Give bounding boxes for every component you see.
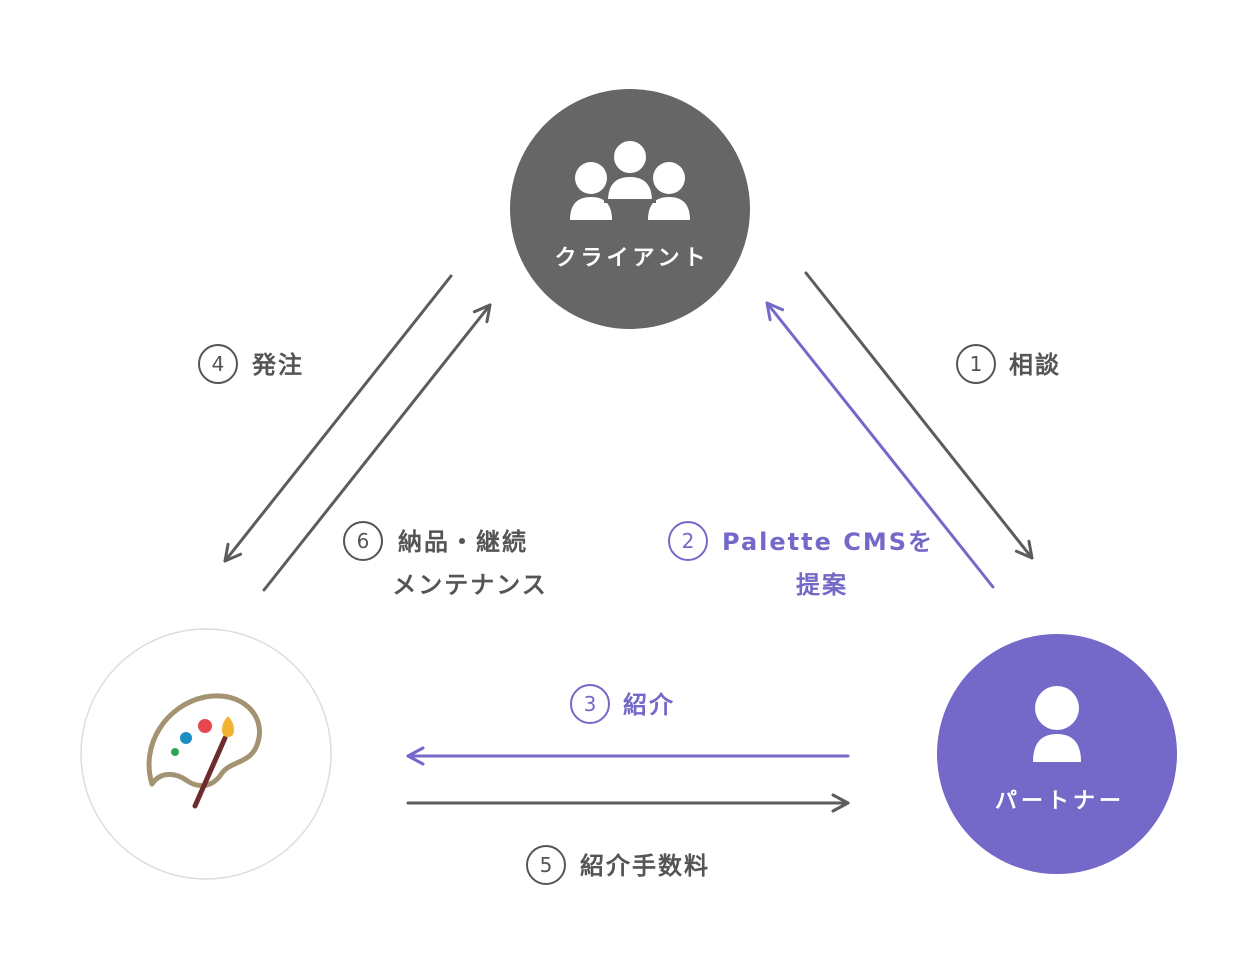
palette-node [80,628,332,880]
step-number-badge [570,684,610,724]
step-number: 5 [540,853,553,877]
step-label: 相談 [1009,351,1061,379]
step-number: 1 [970,352,983,376]
step-delivery-maintenance: 6 納品・継続 メンテナンス [343,521,548,599]
step-number-badge [956,344,996,384]
step-label-line-1: 納品・継続 [398,528,528,556]
step-label: 紹介手数料 [580,852,710,880]
client-label: クライアント [554,246,709,271]
step-label: 紹介 [623,691,675,719]
step-number: 3 [584,692,597,716]
step-consult: 1 相談 [956,344,1061,384]
palette-circle [80,628,332,880]
user-icon [1033,686,1081,762]
partner-node: パートナー [937,634,1177,874]
step-label-line-2: 提案 [796,571,848,599]
step-number-badge [526,845,566,885]
step-number: 6 [357,529,370,553]
step-number: 4 [212,352,225,376]
step-label: 発注 [251,351,304,379]
paint-palette-logo-icon [146,693,262,809]
step-order: 4 発注 [198,344,304,384]
arrow-delivery [262,303,492,592]
step-number-badge [343,521,383,561]
arrow-consult [804,271,1034,560]
group-users-icon [570,137,690,220]
arrow-propose [765,301,995,589]
client-node: クライアント [510,89,750,329]
step-number-badge [668,521,708,561]
step-referral-fee: 5 紹介手数料 [526,845,710,885]
step-label-line-2: メンテナンス [392,571,548,599]
partner-label: パートナー [995,789,1125,814]
arrow-order [223,274,453,563]
step-propose: 2 Palette CMSを 提案 [668,521,934,599]
step-label-line-1: Palette CMSを [722,528,934,556]
step-number: 2 [682,529,695,553]
step-introduce: 3 紹介 [570,684,675,724]
client-circle [510,89,750,329]
step-number-badge [198,344,238,384]
